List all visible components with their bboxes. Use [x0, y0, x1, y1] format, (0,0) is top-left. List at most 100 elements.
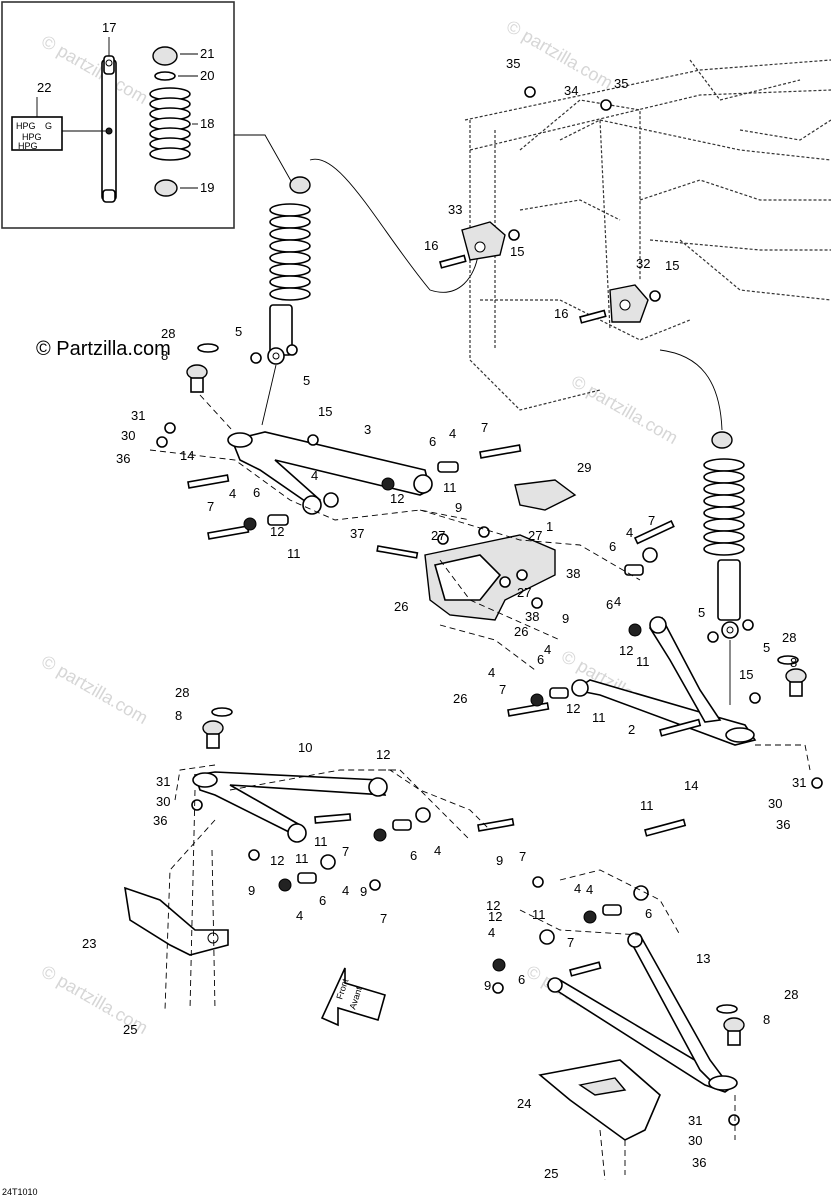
- part-callout-12: 12: [488, 909, 502, 924]
- chassis-frame: [464, 59, 831, 411]
- part-callout-6: 6: [609, 539, 616, 554]
- part-callout-15: 15: [665, 258, 679, 273]
- part-callout-23: 23: [82, 936, 96, 951]
- part-callout-4: 4: [614, 594, 621, 609]
- skid-plate: [538, 1059, 661, 1141]
- part-callout-36: 36: [153, 813, 167, 828]
- part-callout-9: 9: [496, 853, 503, 868]
- part-callout-27: 27: [528, 528, 542, 543]
- right-spring: [703, 458, 745, 556]
- part-callout-22: 22: [37, 80, 51, 95]
- watermark: © partzilla.com: [38, 651, 151, 728]
- watermark: © partzilla.com: [38, 31, 151, 108]
- part-callout-11: 11: [592, 710, 606, 725]
- part-callout-11: 11: [532, 907, 546, 922]
- retaining-ring: [211, 707, 233, 717]
- part-callout-30: 30: [768, 796, 782, 811]
- part-callout-3: 3: [364, 422, 371, 437]
- part-callout-9: 9: [360, 884, 367, 899]
- part-callout-20: 20: [200, 68, 214, 83]
- part-callout-36: 36: [116, 451, 130, 466]
- part-callout-15: 15: [739, 667, 753, 682]
- watermark: © partzilla.com: [568, 371, 681, 448]
- front-direction-arrow: Front Avant: [320, 967, 386, 1027]
- part-callout-4: 4: [342, 883, 349, 898]
- part-callout-5: 5: [235, 324, 242, 339]
- part-callout-28: 28: [782, 630, 796, 645]
- part-callout-4: 4: [626, 525, 633, 540]
- figure-code: 24T1010: [2, 1187, 38, 1197]
- part-callout-5: 5: [303, 373, 310, 388]
- part-callout-25: 25: [544, 1166, 558, 1181]
- part-callout-36: 36: [692, 1155, 706, 1170]
- shock-inset: HPG G HPG HPG: [1, 1, 235, 229]
- part-callout-12: 12: [390, 491, 404, 506]
- part-callout-26: 26: [394, 599, 408, 614]
- upper-a-arm-left: [227, 431, 433, 515]
- part-callout-4: 4: [488, 665, 495, 680]
- part-callout-2: 2: [628, 722, 635, 737]
- part-callout-11: 11: [636, 654, 650, 669]
- part-callout-12: 12: [270, 524, 284, 539]
- copyright-text: © Partzilla.com: [36, 338, 171, 360]
- part-callout-35: 35: [614, 76, 628, 91]
- part-callout-30: 30: [121, 428, 135, 443]
- part-callout-31: 31: [131, 408, 145, 423]
- left-shock-absorber: [250, 176, 311, 426]
- part-callout-14: 14: [684, 778, 698, 793]
- part-callout-4: 4: [586, 882, 593, 897]
- part-callout-4: 4: [434, 843, 441, 858]
- center-bracket: [424, 479, 577, 621]
- upper-a-arm-front-left: [192, 771, 388, 843]
- shock-mount-bracket: [461, 221, 506, 261]
- leader-line: [659, 349, 723, 431]
- part-callout-12: 12: [376, 747, 390, 762]
- left-spring: [269, 203, 311, 301]
- part-callout-8: 8: [790, 655, 797, 670]
- inset-spring: [149, 87, 191, 161]
- skid-plate: [124, 886, 229, 956]
- watermark: © partzilla.com: [503, 16, 616, 93]
- retaining-ring: [777, 655, 799, 665]
- ball-joint: [723, 1017, 745, 1046]
- part-callout-17: 17: [102, 20, 116, 35]
- part-callout-6: 6: [410, 848, 417, 863]
- bushing: [243, 461, 658, 972]
- part-callout-25: 25: [123, 1022, 137, 1037]
- part-callout-5: 5: [763, 640, 770, 655]
- part-callout-9: 9: [484, 978, 491, 993]
- leader-line: [234, 134, 296, 189]
- part-callout-8: 8: [161, 348, 168, 363]
- part-callout-12: 12: [619, 643, 633, 658]
- part-callout-31: 31: [792, 775, 806, 790]
- part-callout-26: 26: [453, 691, 467, 706]
- bolt: [187, 254, 702, 977]
- part-callout-7: 7: [380, 911, 387, 926]
- part-callout-38: 38: [566, 566, 580, 581]
- part-callout-7: 7: [567, 935, 574, 950]
- part-callout-11: 11: [443, 480, 457, 495]
- inset-hpg-label: HPG: [16, 121, 36, 131]
- part-callout-6: 6: [606, 597, 613, 612]
- part-callout-11: 11: [640, 798, 654, 813]
- part-callout-34: 34: [564, 83, 578, 98]
- part-callout-18: 18: [200, 116, 214, 131]
- part-callout-11: 11: [287, 546, 301, 561]
- part-callout-7: 7: [481, 420, 488, 435]
- part-callout-4: 4: [488, 925, 495, 940]
- part-callout-31: 31: [688, 1113, 702, 1128]
- part-callout-16: 16: [554, 306, 568, 321]
- part-callout-10: 10: [298, 740, 312, 755]
- part-callout-6: 6: [518, 972, 525, 987]
- part-callout-36: 36: [776, 817, 790, 832]
- part-callout-38: 38: [525, 609, 539, 624]
- part-callout-26: 26: [514, 624, 528, 639]
- part-callout-37: 37: [350, 526, 364, 541]
- leader-line: [309, 158, 479, 293]
- part-callout-27: 27: [517, 585, 531, 600]
- retaining-ring: [197, 343, 219, 353]
- part-callout-19: 19: [200, 180, 214, 195]
- part-callout-28: 28: [784, 987, 798, 1002]
